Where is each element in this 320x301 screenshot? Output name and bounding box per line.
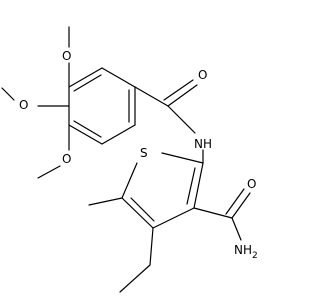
bond-thio-a [161, 152, 204, 164]
structure-canvas: O O O O NH S O NH2 [1, 26, 258, 293]
bond-ring-d-inner [73, 120, 102, 138]
bond-thio-b [121, 162, 138, 199]
atom-label-nh: NH [194, 137, 212, 151]
atom-label-o-carbonyl-top: O [198, 68, 207, 82]
atom-label-o-carbonyl-bottom: O [247, 177, 256, 191]
bond-thio-d [152, 207, 195, 229]
bond-amide-co-b [225, 188, 245, 215]
atom-label-s: S [140, 146, 148, 160]
bond-ring-d [68, 124, 103, 145]
atom-label-nh2: NH2 [234, 243, 258, 261]
bond-co-double-a [167, 84, 198, 107]
bond-thio-methyl [88, 197, 123, 206]
atom-label-o-bottom: O [62, 152, 71, 166]
bond-ring-f-inner [73, 74, 102, 92]
bond-ring-carbonyl [134, 86, 169, 107]
bond-co-double-b [163, 79, 194, 101]
bond-thio-c [121, 197, 154, 229]
bond-amide-co-a [231, 192, 251, 219]
bond-carbonyl-nh [167, 105, 196, 134]
bond-thio-amide [193, 207, 233, 219]
chemical-structure-diagram: O O O O NH S O NH2 [1, 26, 258, 293]
atom-label-o-top: O [62, 49, 71, 63]
bond-ring-f [68, 67, 103, 88]
bond-thio-c-inner [130, 197, 155, 222]
bond-amide-n [231, 217, 242, 241]
atom-label-nh2-main: NH [234, 243, 252, 257]
bond-thio-e [193, 162, 204, 209]
bond-ring-a [101, 67, 136, 88]
bond-thio-e-inner [186, 167, 196, 205]
atom-label-nh2-subscript: 2 [252, 251, 258, 261]
bond-ethyl-b [119, 264, 151, 293]
atom-label-o-left: O [19, 98, 28, 112]
bond-methoxy-bottom-me [37, 165, 61, 179]
bond-ring-c [101, 124, 136, 145]
bond-ethyl-a [149, 227, 154, 266]
bond-methoxy-left-me [1, 87, 15, 101]
